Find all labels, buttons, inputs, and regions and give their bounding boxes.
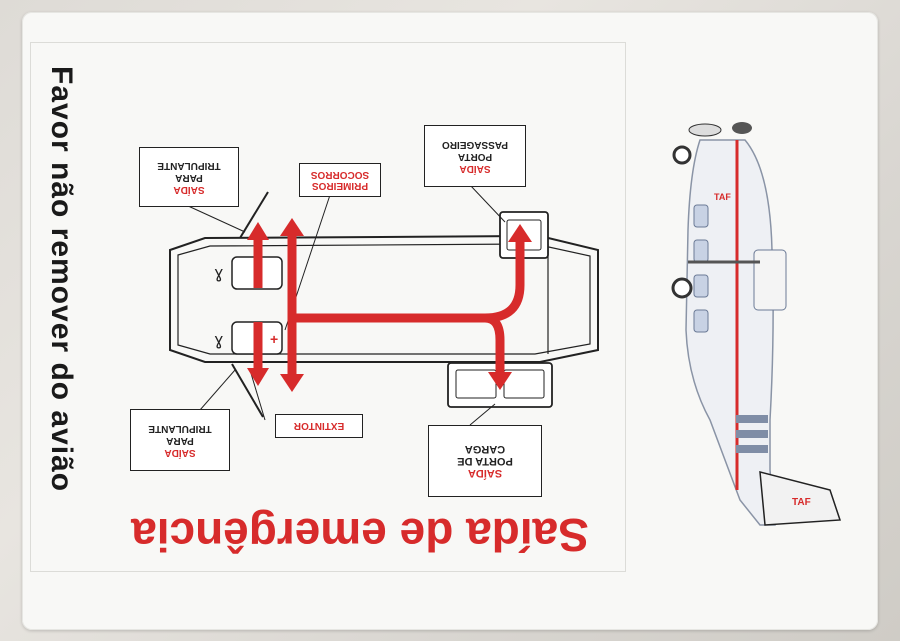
label-extinguisher: EXTINTOR — [275, 414, 363, 438]
escape-route — [253, 230, 525, 380]
first-aid-cross-icon: + — [270, 331, 278, 347]
label-first-aid: PRIMEIROS SOCORROS — [299, 163, 381, 197]
fuselage-outline — [169, 234, 599, 363]
aircraft-side-view: TAF TAF — [671, 122, 842, 526]
route-passenger — [287, 230, 525, 323]
window-2 — [693, 239, 709, 263]
label-extinguisher-line1: EXTINTOR — [293, 420, 345, 432]
label-crew-top-line1: SAÍDA — [173, 184, 205, 195]
label-cargo-line1: SAÍDA — [467, 467, 503, 479]
arrow-passenger-door — [508, 224, 532, 242]
label-crew-exit-bottom: SAÍDA PARA TRIPULANTE — [130, 409, 230, 471]
leader-cargo — [469, 403, 496, 426]
route-arrowheads — [247, 218, 532, 392]
window-4 — [693, 309, 709, 333]
label-passenger-line1: SAÍDA — [459, 163, 491, 174]
main-wheel — [671, 277, 693, 299]
leader-passenger — [469, 184, 506, 223]
side-notice: Favor não remover do avião — [45, 66, 78, 493]
yoke-top-icon: ɣ — [214, 263, 224, 282]
propeller-hub — [688, 123, 722, 137]
window-3 — [693, 274, 709, 298]
label-first-aid-line2: SOCORROS — [310, 169, 370, 180]
label-crew-bottom-line3: TRIPULANTE — [148, 423, 212, 434]
route-cargo — [484, 313, 505, 378]
propeller-tip — [732, 122, 752, 134]
arrow-cargo-door — [488, 372, 512, 390]
logo-fuselage: TAF — [714, 192, 731, 202]
label-crew-bottom-line2: PARA — [166, 435, 194, 446]
tail-fin — [759, 471, 842, 526]
nose-wheel — [672, 145, 692, 165]
leader-extinguisher — [249, 369, 266, 421]
window-1 — [693, 204, 709, 228]
leader-crew-bottom — [199, 369, 236, 411]
label-crew-exit-top: SAÍDA PARA TRIPULANTE — [139, 147, 239, 207]
leader-crew-top — [185, 204, 246, 233]
card-border — [30, 42, 626, 572]
crew-door-top — [239, 191, 269, 239]
label-crew-top-line2: PARA — [175, 172, 203, 183]
tail-stripe-2 — [736, 430, 768, 438]
logo-tail: TAF — [792, 497, 811, 508]
arrow-crew-top — [247, 222, 269, 240]
cargo-pod — [753, 249, 787, 311]
arrow-down-left — [280, 374, 304, 392]
label-cargo-line3: CARGA — [464, 443, 506, 455]
label-crew-top-line3: TRIPULANTE — [157, 160, 221, 171]
fuselage-side — [685, 139, 776, 526]
label-cargo-line2: PORTA DE — [457, 455, 513, 467]
tail-stripe-3 — [736, 445, 768, 453]
fuselage-inner-outline — [177, 243, 591, 355]
tail-stripe-1 — [736, 415, 768, 423]
arrow-crew-bottom — [247, 368, 269, 386]
label-cargo-door: SAÍDA PORTA DE CARGA — [428, 425, 542, 497]
label-crew-bottom-line1: SAÍDA — [164, 447, 196, 458]
arrow-up-left — [280, 218, 304, 236]
crew-door-bottom — [231, 363, 264, 418]
label-passenger-door: SAÍDA PORTA PASSAGEIRO — [424, 125, 526, 187]
yoke-bottom-icon: ɣ — [214, 330, 224, 349]
label-first-aid-line1: PRIMEIROS — [311, 180, 369, 191]
label-passenger-line2: PORTA — [457, 151, 493, 162]
label-passenger-line3: PASSAGEIRO — [442, 139, 508, 150]
